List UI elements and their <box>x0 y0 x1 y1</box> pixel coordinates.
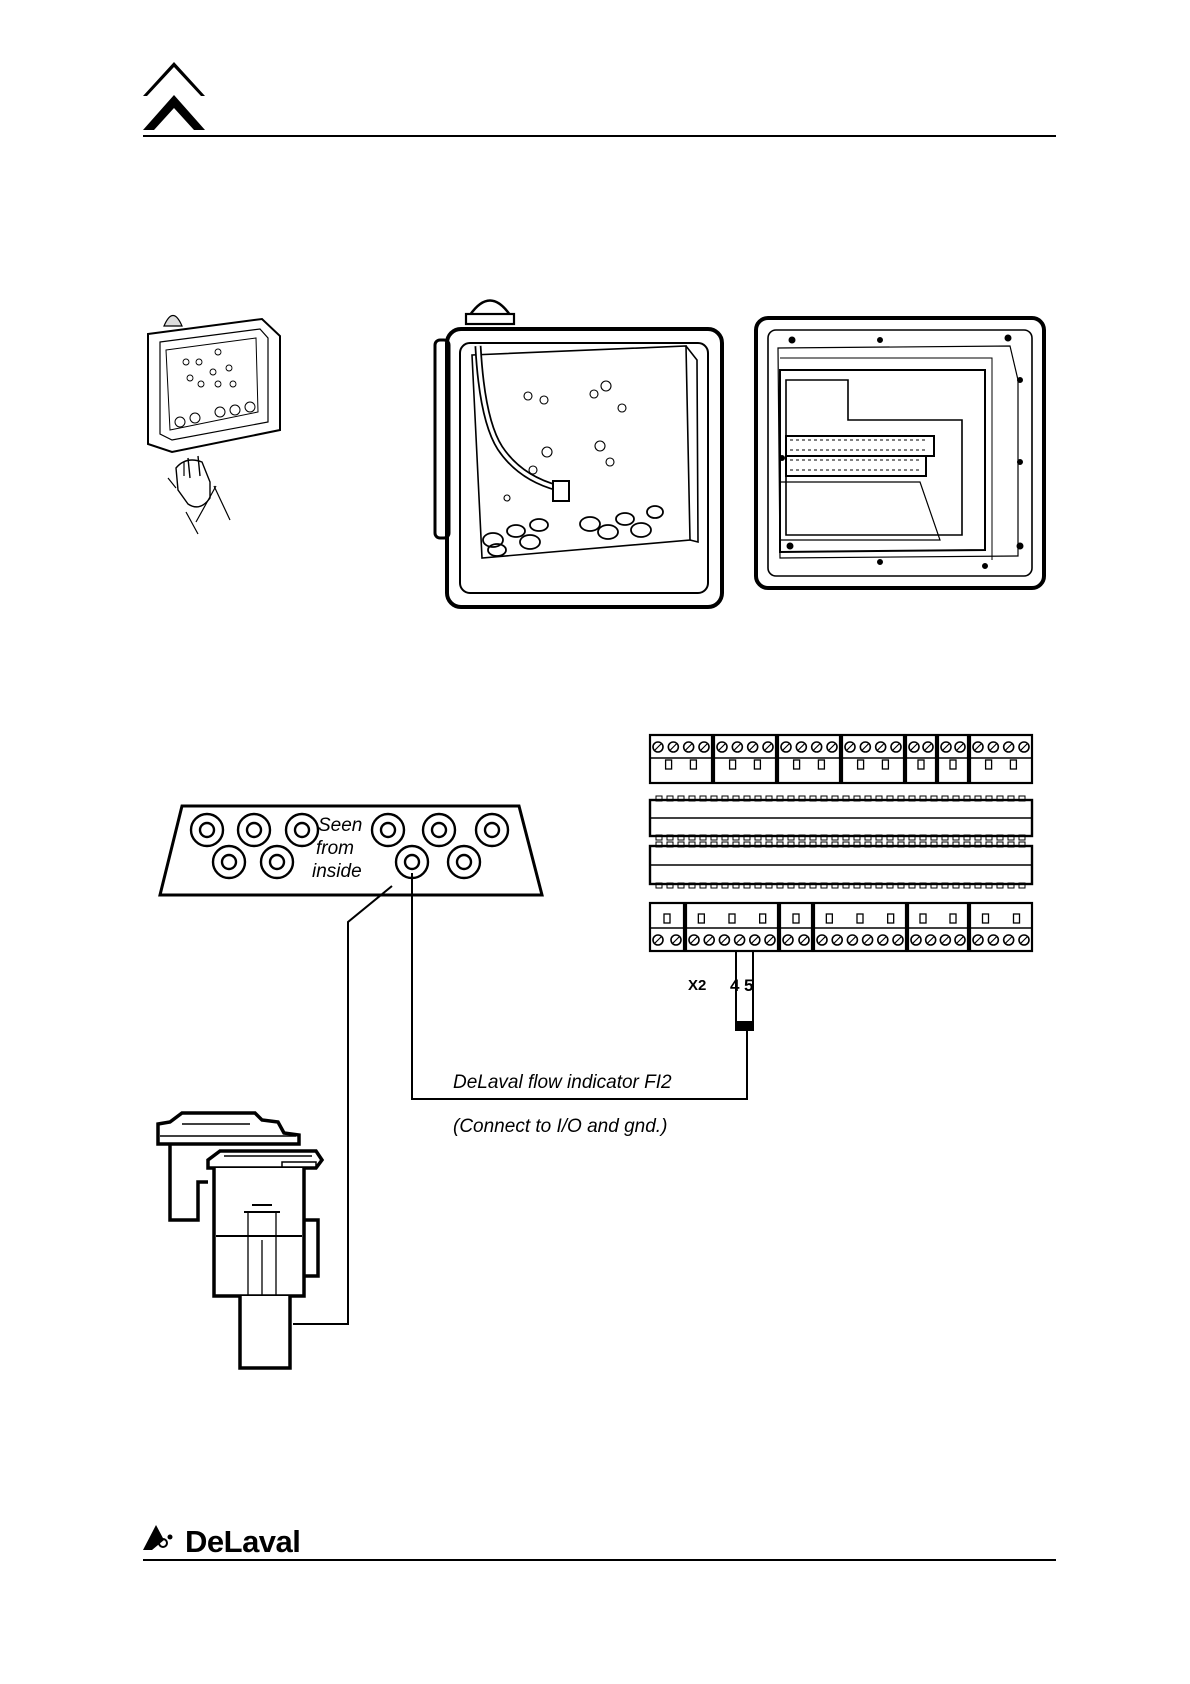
enclosure-lid-illustration <box>756 318 1044 588</box>
seen-from-inside-label-line1: Seen <box>318 815 362 836</box>
flow-indicator-label: DeLaval flow indicator FI2 <box>453 1072 672 1093</box>
seen-from-inside-label-line3: inside <box>312 861 362 882</box>
enclosure-open-box-illustration <box>435 301 722 608</box>
flow-indicator-device-illustration <box>158 1113 322 1368</box>
double-chevron-icon <box>143 62 205 130</box>
terminal-x2-label: X2 <box>688 977 706 994</box>
delaval-logo-icon <box>143 1525 173 1550</box>
connect-instruction-label: (Connect to I/O and gnd.) <box>453 1116 667 1137</box>
footer-brand-label: DeLaval <box>185 1524 300 1559</box>
seen-from-inside-label-line2: from <box>316 838 354 859</box>
enclosure-small-illustration <box>148 316 280 535</box>
terminal-block <box>650 735 1032 951</box>
